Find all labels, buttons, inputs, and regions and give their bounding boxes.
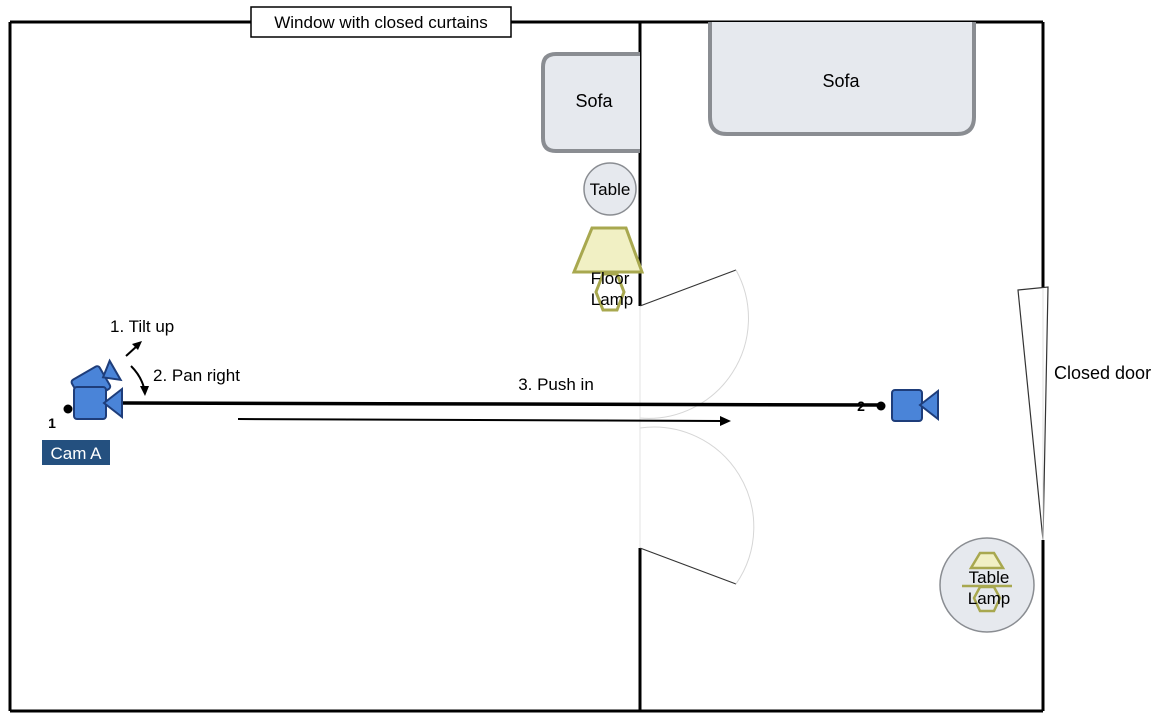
camera-a-pivot [63, 404, 73, 414]
floor-lamp-label-1: Floor [591, 269, 630, 288]
pan-right-label: 2. Pan right [153, 366, 240, 385]
cam-a-label-text: Cam A [50, 444, 102, 463]
sofa-left-shape [541, 52, 640, 153]
camera-2-pivot [876, 401, 886, 411]
tilt-up-arrow-line [125, 345, 138, 357]
tilt-up-arrow-head [132, 341, 142, 350]
camera-2-lens [918, 388, 939, 422]
sofa-right-shape [708, 22, 976, 136]
table-lamp-base [972, 585, 1002, 613]
camera-a-lens [102, 386, 123, 420]
pan-right-arrow: 2. Pan right [130, 365, 240, 396]
window-label-text: Window with closed curtains [274, 13, 488, 32]
side-table: Table [583, 162, 637, 216]
position-2-label: 2 [857, 398, 865, 414]
pan-right-arrow-head [140, 386, 149, 396]
floor-lamp-shade [571, 226, 645, 274]
push-in-arrow: 3. Push in [237, 375, 731, 426]
tilt-up-label: 1. Tilt up [110, 317, 174, 336]
side-table-shape [583, 162, 637, 216]
window-label: Window with closed curtains [250, 6, 512, 38]
floor-lamp-label-2: Lamp [591, 290, 634, 309]
position-1-label: 1 [48, 415, 56, 431]
window-label-box [250, 6, 512, 38]
floor-lamp: Floor Lamp [571, 226, 645, 312]
door-swing-lower [639, 426, 755, 585]
cam-a-label-box [42, 440, 110, 465]
pan-right-arrow-line [130, 365, 145, 389]
camera-a-icon: 1 [48, 358, 123, 431]
push-in-arrow-head [720, 416, 731, 426]
push-in-arrow-line [237, 418, 723, 422]
sofa-right-label: Sofa [822, 71, 860, 91]
side-table-label: Table [590, 180, 631, 199]
door-leaf-lower [639, 547, 737, 585]
tilt-up-arrow: 1. Tilt up [110, 317, 174, 357]
sofa-left-label: Sofa [575, 91, 613, 111]
cam-a-label: Cam A [42, 440, 110, 465]
double-door [639, 269, 755, 585]
closed-door-label: Closed door [1054, 363, 1151, 383]
camera-a-body [73, 386, 107, 420]
sofa-right: Sofa [708, 22, 976, 136]
push-in-label: 3. Push in [518, 375, 594, 394]
camera-position-2-icon: 2 [857, 388, 939, 422]
closed-door-leaf [1017, 286, 1049, 541]
floor-lamp-base [594, 272, 626, 312]
table-lamp-shade [968, 551, 1006, 570]
sofa-left: Sofa [541, 52, 640, 153]
door-leaf-upper [639, 269, 737, 307]
table-lamp-label-1: Table [969, 568, 1010, 587]
camera-2-body [891, 389, 923, 422]
table-lamp-label-2: Lamp [968, 589, 1011, 608]
closed-door [1017, 286, 1049, 541]
table-lamp: Table Lamp [939, 537, 1035, 633]
door-swing-upper [639, 269, 749, 419]
dolly-track [109, 401, 881, 407]
